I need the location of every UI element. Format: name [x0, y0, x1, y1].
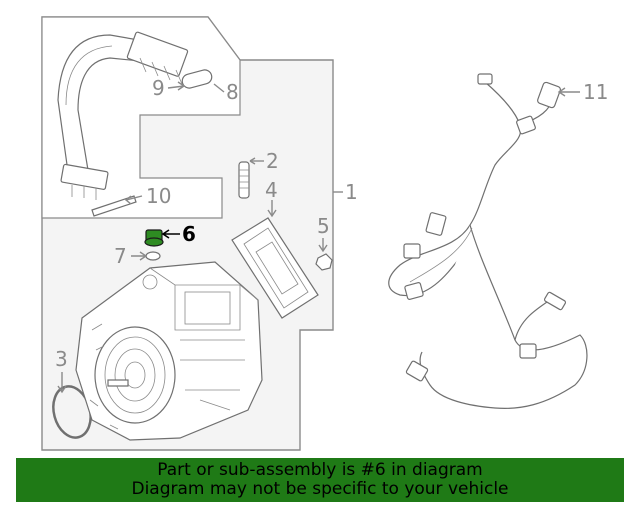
plug-part-6 [144, 229, 164, 247]
nut-part-5 [315, 253, 333, 271]
cover-part-4 [231, 217, 319, 319]
banner-line-disclaimer: Diagram may not be specific to your vehi… [131, 479, 509, 499]
callout-6: 6 [182, 222, 196, 246]
callout-1: 1 [345, 180, 358, 204]
callout-4: 4 [265, 178, 278, 202]
callout-5: 5 [317, 214, 330, 238]
leader-lines [57, 81, 580, 394]
part-info-banner: Part or sub-assembly is #6 in diagram Di… [16, 458, 624, 502]
callout-7: 7 [114, 244, 127, 268]
banner-line-part: Part or sub-assembly is #6 in diagram [157, 460, 483, 480]
harness-subpanel [41, 16, 241, 219]
main-harness-part-11 [388, 73, 588, 409]
short-harness [57, 31, 189, 200]
strip-part-10 [91, 195, 137, 217]
callout-3: 3 [55, 347, 68, 371]
callout-8: 8 [226, 80, 239, 104]
motor-assembly [75, 261, 263, 441]
callout-2: 2 [266, 149, 279, 173]
stud-part-2 [238, 161, 250, 199]
grommet-part-8 [181, 69, 213, 89]
callout-11: 11 [583, 80, 608, 104]
parts-diagram: 1 2 3 4 5 6 7 8 9 10 11 [41, 16, 608, 451]
callout-10: 10 [146, 184, 171, 208]
callout-9: 9 [152, 76, 165, 100]
oring-part-7 [145, 251, 161, 261]
